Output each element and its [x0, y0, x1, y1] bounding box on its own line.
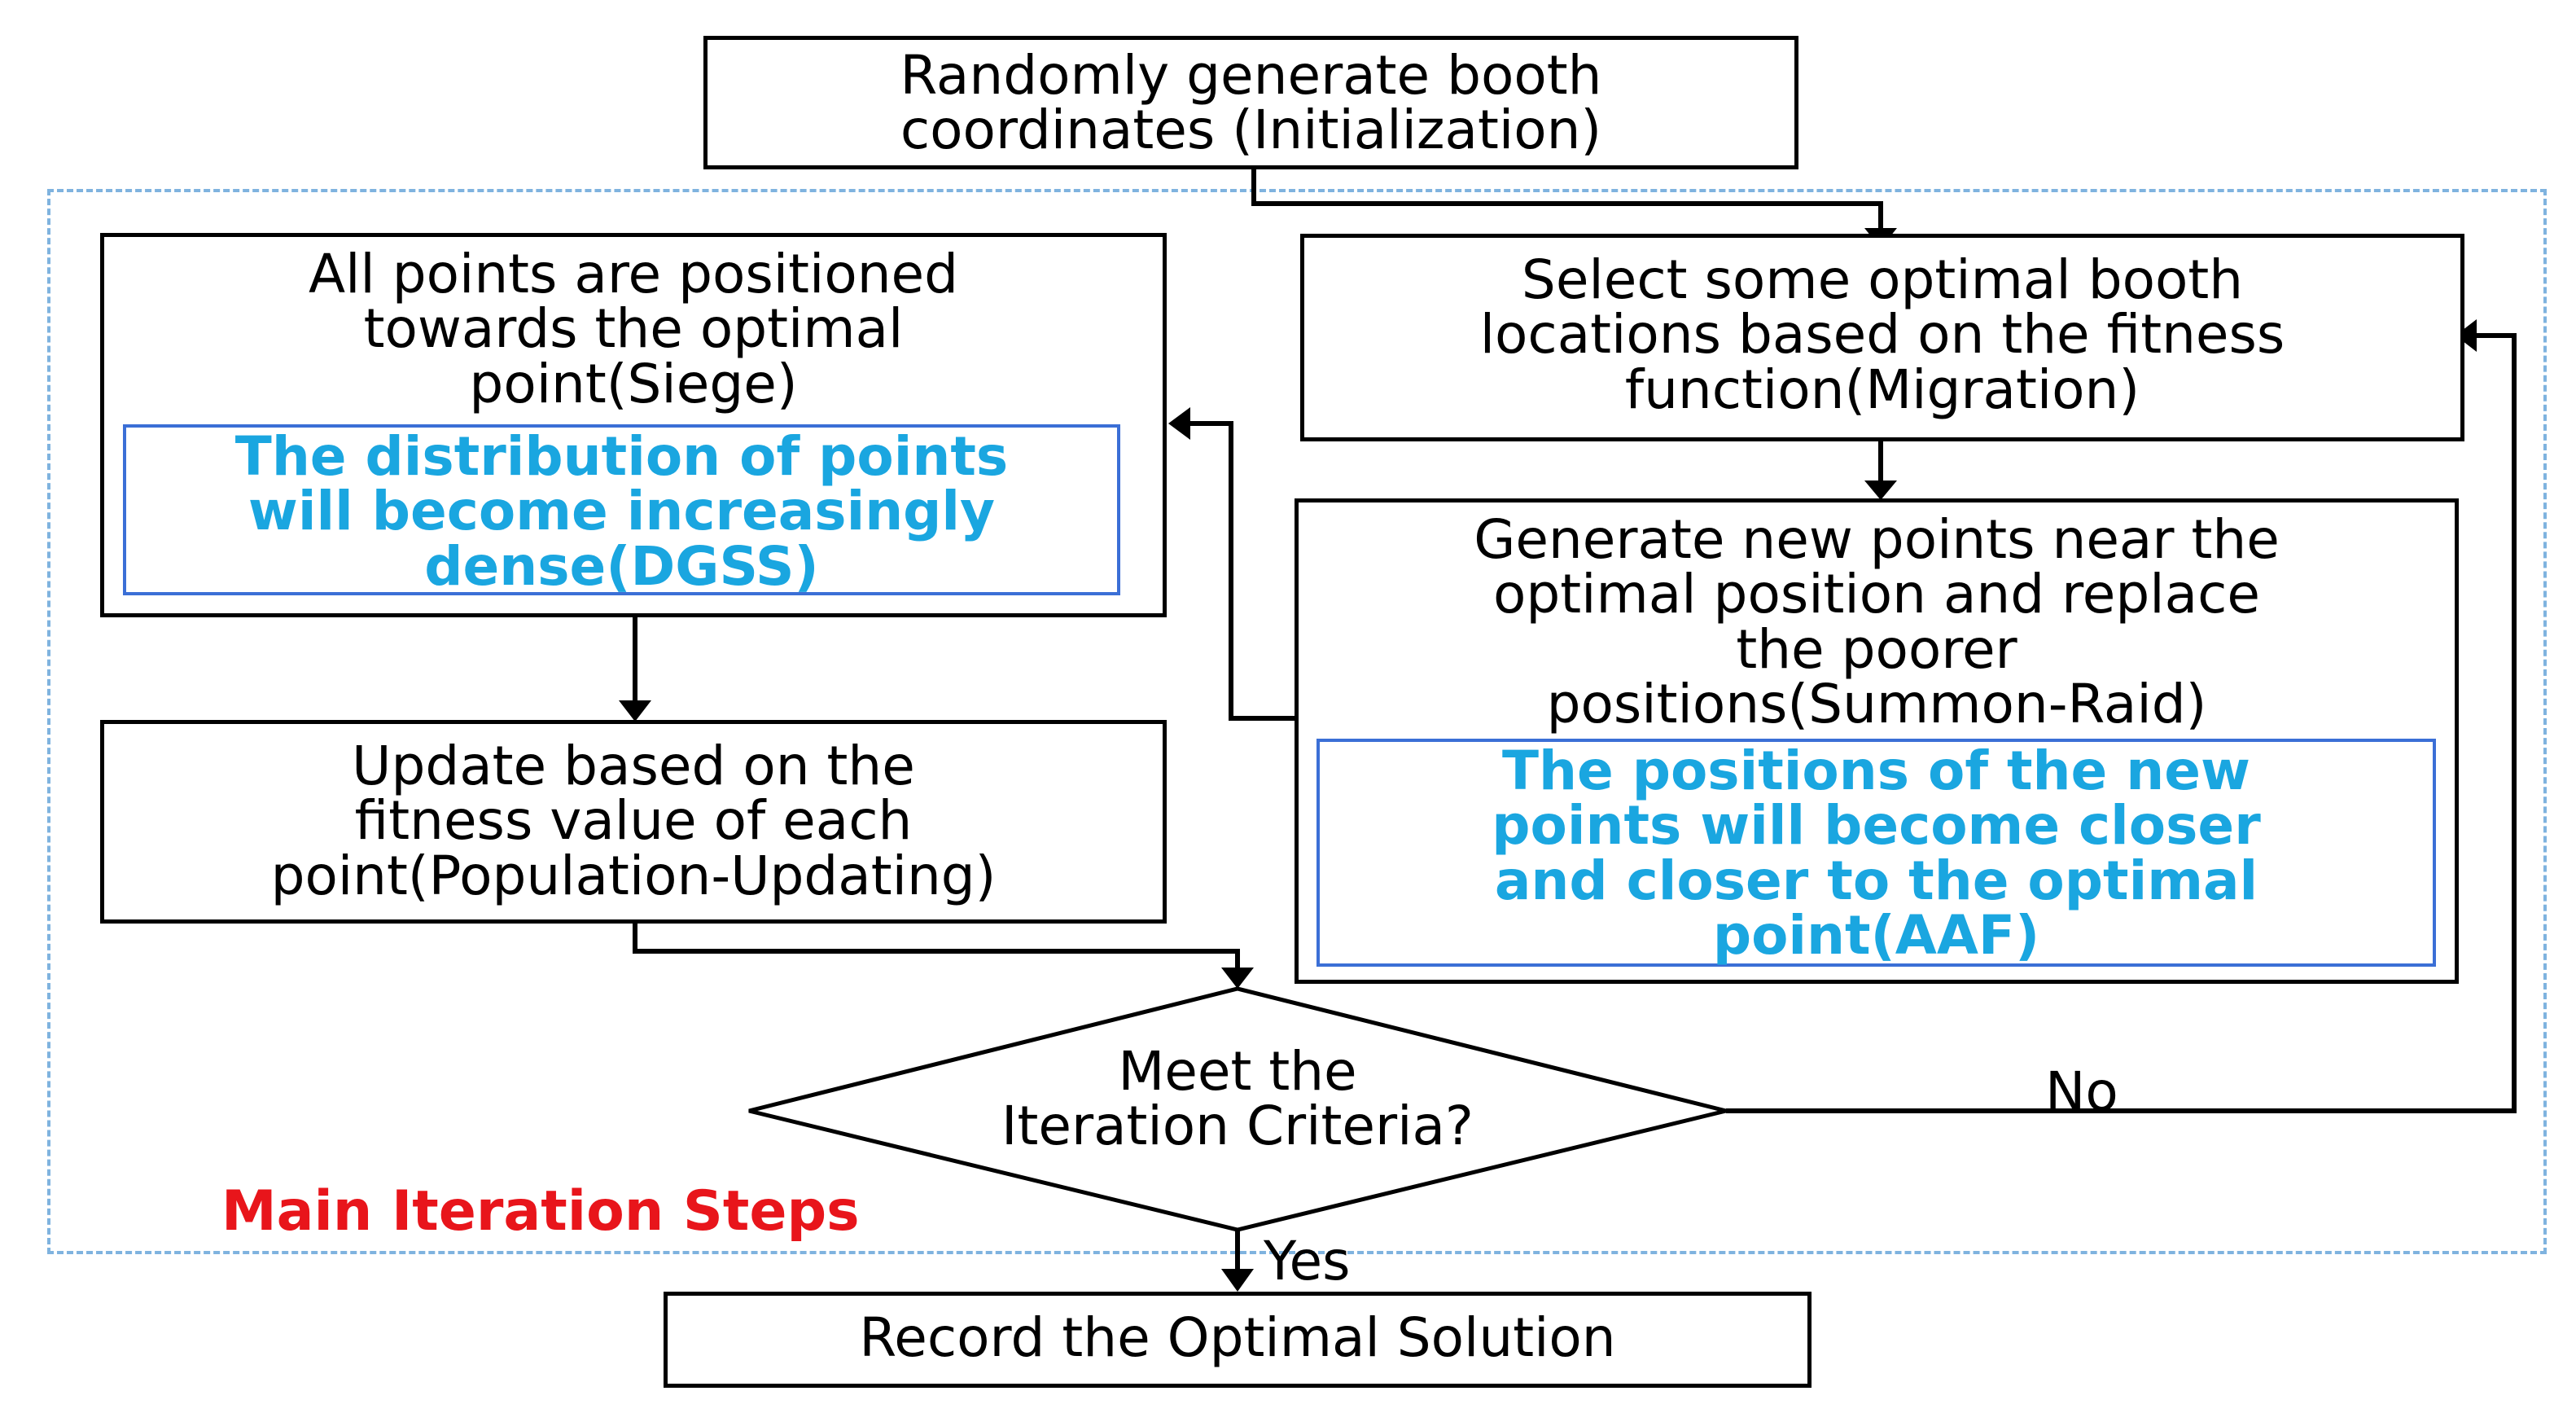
record-box: Record the Optimal Solution [664, 1292, 1812, 1388]
record-text: Record the Optimal Solution [859, 1306, 1616, 1369]
arrow-init-to-migration [1251, 168, 1883, 230]
siege-box: All points are positioned towards the op… [100, 233, 1167, 617]
arrowhead-record [1221, 1269, 1254, 1292]
decision-diamond [748, 986, 1727, 1232]
init-text: Randomly generate booth coordinates (Ini… [900, 44, 1602, 162]
summon-text: Generate new points near the optimal pos… [1474, 508, 2280, 735]
siege-text: All points are positioned towards the op… [308, 243, 959, 415]
edge-label-no: No [2045, 1060, 2118, 1123]
summon-note-box: The positions of the new points will bec… [1316, 739, 2436, 967]
decision-text: Meet the Iteration Criteria? [1001, 1040, 1474, 1158]
arrow-no-loop [1726, 333, 2517, 1113]
update-text: Update based on the fitness value of eac… [270, 735, 997, 907]
arrowhead-summon [1864, 481, 1897, 500]
summon-note-text: The positions of the new points will bec… [1492, 739, 2261, 967]
edge-label-yes: Yes [1264, 1230, 1351, 1292]
arrowhead-no-loop [2456, 319, 2477, 352]
siege-note-text: The distribution of points will become i… [234, 425, 1009, 598]
arrow-update-to-decision [633, 920, 1240, 969]
arrowhead-siege [1168, 407, 1190, 440]
summon-box: Generate new points near the optimal pos… [1295, 498, 2459, 984]
update-box: Update based on the fitness value of eac… [100, 720, 1167, 924]
migration-box: Select some optimal booth locations base… [1300, 234, 2464, 441]
arrowhead-update [619, 700, 651, 722]
init-box: Randomly generate booth coordinates (Ini… [703, 36, 1798, 169]
siege-note-box: The distribution of points will become i… [123, 424, 1120, 595]
main-iteration-frame [47, 189, 2547, 1254]
main-iteration-label: Main Iteration Steps [221, 1179, 860, 1244]
arrow-summon-to-siege [1189, 421, 1296, 721]
migration-text: Select some optimal booth locations base… [1479, 248, 2285, 421]
arrowhead-decision [1221, 968, 1254, 989]
